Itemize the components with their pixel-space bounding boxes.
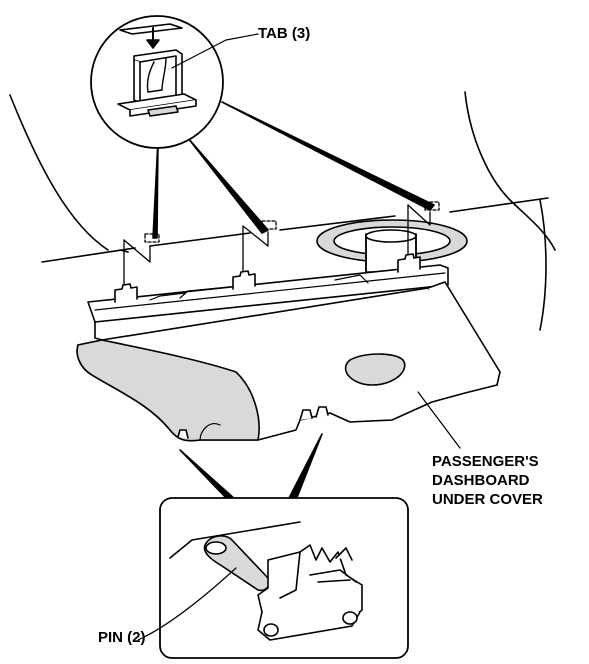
pin-leader [137,567,237,641]
dashboard-outline [9,91,556,331]
pin-label: PIN (2) [98,629,146,646]
cover-leader [417,391,461,449]
tab-label: TAB (3) [258,25,311,42]
insertion-guides [123,204,431,291]
leader-lines [137,33,461,641]
cover-label-line: UNDER COVER [432,491,543,508]
dashboard-under-cover-label: PASSENGER'S DASHBOARD UNDER COVER [432,452,543,509]
tab-detail-callout [90,15,435,239]
cover-label-line: DASHBOARD [432,472,530,489]
cover-label-line: PASSENGER'S [432,453,539,470]
tab-leader [171,33,259,69]
vent-duct [316,219,468,273]
pin-detail-callout [159,433,409,659]
under-cover-body [76,253,501,442]
